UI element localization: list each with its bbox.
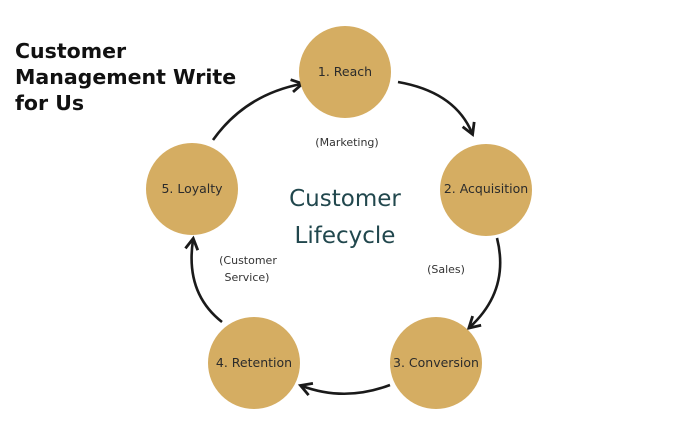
stage-circle bbox=[440, 144, 532, 236]
note-customer-service-line-2: Service) bbox=[225, 271, 270, 284]
arrow-loyalty-to-reach bbox=[211, 78, 306, 141]
note-sales: (Sales) bbox=[427, 263, 465, 276]
stage-label-conversion: 3. Conversion bbox=[393, 355, 479, 370]
arrow-retention-to-loyalty bbox=[184, 235, 223, 324]
note-customer-service-line-1: (Customer bbox=[219, 254, 277, 267]
center-title-line-1: Customer bbox=[289, 186, 401, 212]
stage-label-loyalty: 5. Loyalty bbox=[161, 181, 223, 196]
stage-loyalty: 5. Loyalty bbox=[146, 143, 238, 235]
stage-conversion: 3. Conversion bbox=[390, 317, 482, 409]
title-line-1: Customer bbox=[15, 39, 127, 63]
stage-label-reach: 1. Reach bbox=[318, 64, 372, 79]
arrow-conversion-to-retention bbox=[297, 382, 391, 397]
stage-label-retention: 4. Retention bbox=[216, 355, 292, 370]
stage-circle bbox=[390, 317, 482, 409]
center-title-line-2: Lifecycle bbox=[295, 223, 396, 249]
title-line-2: Management Write bbox=[15, 65, 237, 89]
stage-circle bbox=[299, 26, 391, 118]
stage-label-acquisition: 2. Acquisition bbox=[444, 181, 528, 196]
note-marketing: (Marketing) bbox=[315, 136, 378, 149]
stage-circle bbox=[146, 143, 238, 235]
title-line-3: for Us bbox=[15, 91, 85, 115]
arrow-acquisition-to-conversion bbox=[466, 237, 502, 330]
stage-acquisition: 2. Acquisition bbox=[440, 144, 532, 236]
stage-circle bbox=[208, 317, 300, 409]
arrow-reach-to-acquisition bbox=[397, 80, 476, 138]
stage-reach: 1. Reach bbox=[299, 26, 391, 118]
page-title: Customer Management Write for Us bbox=[15, 38, 285, 116]
stage-retention: 4. Retention bbox=[208, 317, 300, 409]
